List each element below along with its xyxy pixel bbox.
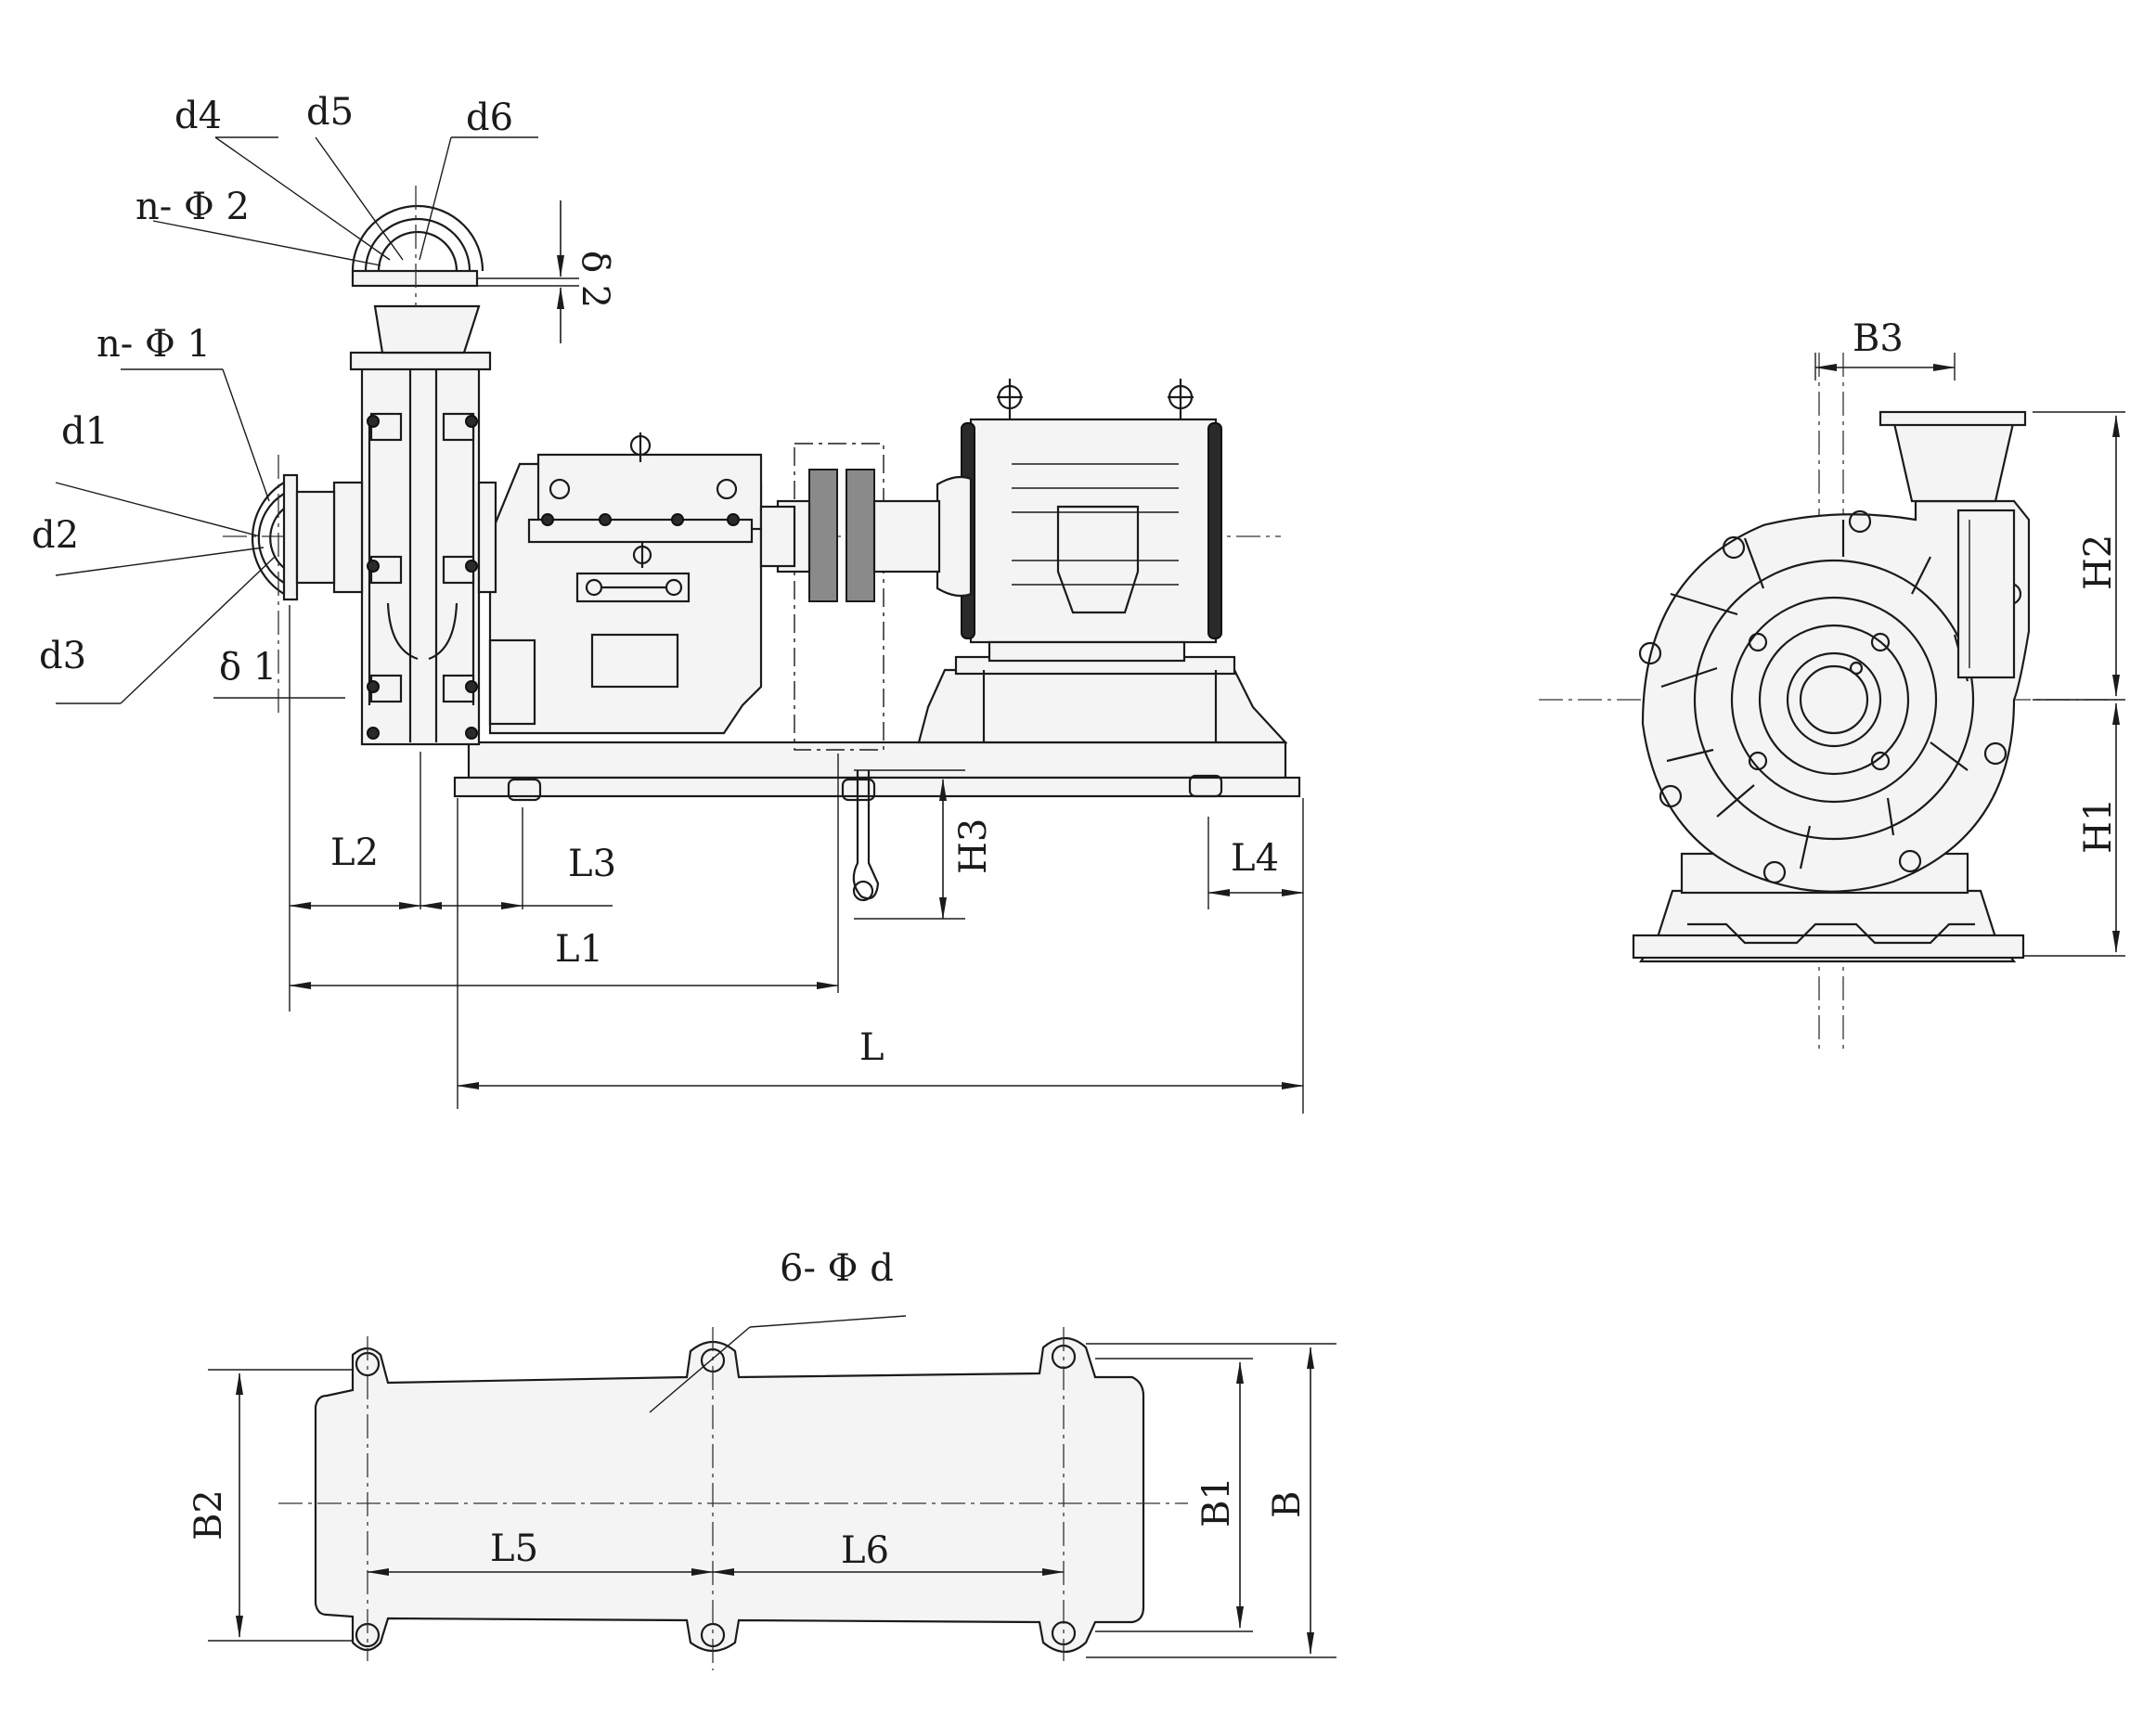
side-view (55, 136, 1304, 1114)
label-d2: d2 (32, 514, 79, 557)
label-L4: L4 (1231, 837, 1279, 880)
motor (936, 379, 1222, 663)
h3-dim (852, 769, 965, 920)
label-d4: d4 (174, 95, 222, 137)
leader-lines (55, 136, 538, 704)
label-d5: d5 (306, 91, 354, 134)
coupling (776, 443, 941, 751)
base-plan-view (208, 1315, 1336, 1670)
label-H2: H2 (2077, 535, 2120, 590)
label-L2: L2 (330, 831, 379, 874)
label-L: L (859, 1026, 884, 1069)
discharge-outlet (351, 186, 484, 354)
motor-pedestal (917, 655, 1288, 744)
label-L1: L1 (555, 928, 603, 971)
label-H3: H3 (952, 818, 995, 874)
label-L3: L3 (568, 843, 616, 885)
bearing-frame (488, 432, 796, 735)
label-L6: L6 (841, 1529, 889, 1572)
label-delta1: δ 1 (219, 646, 277, 689)
label-d1: d1 (61, 410, 109, 453)
end-view (1539, 353, 2125, 1049)
label-B2: B2 (187, 1489, 230, 1540)
label-B: B (1266, 1491, 1309, 1518)
suction-inlet (252, 455, 336, 715)
label-B3: B3 (1853, 317, 1904, 360)
labels: d4 d5 d6 n- Φ 2 δ 2 n- Φ 1 d1 d2 d3 δ 1 … (32, 91, 2120, 1572)
base-frame (453, 741, 1301, 802)
label-H1: H1 (2077, 798, 2120, 854)
label-delta2: δ 2 (574, 251, 616, 308)
label-n-phi2: n- Φ 2 (136, 186, 250, 228)
delta2-dim (477, 200, 579, 343)
label-d3: d3 (39, 635, 86, 677)
label-hole: 6- Φ d (780, 1247, 894, 1290)
label-B1: B1 (1195, 1476, 1238, 1527)
pump-casing (332, 351, 497, 746)
label-n-phi1: n- Φ 1 (97, 323, 211, 366)
label-L5: L5 (490, 1527, 538, 1570)
horizontal-dims (289, 605, 1304, 1114)
label-d6: d6 (466, 97, 513, 139)
